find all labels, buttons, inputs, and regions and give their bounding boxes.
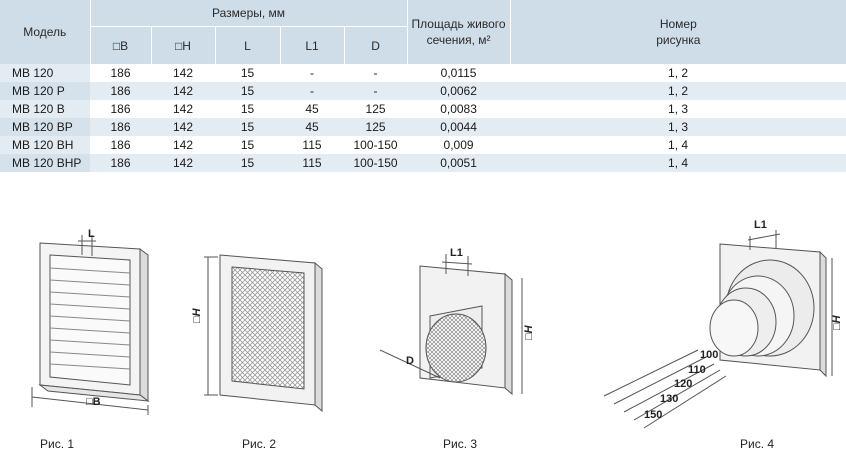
cell-l1: 45 xyxy=(280,118,344,136)
cell-area: 0,009 xyxy=(443,138,474,152)
header-model: Модель xyxy=(0,0,90,64)
dim-h-label: □H xyxy=(191,307,203,323)
cell-model: МВ 120 ВН xyxy=(0,136,90,154)
cell-figure: 1, 2 xyxy=(668,66,689,80)
cell-l1: - xyxy=(310,66,314,80)
figure-2-drawing: □H xyxy=(191,254,323,413)
cell-b: 186 xyxy=(90,154,151,172)
header-sizes: Размеры, мм xyxy=(89,0,408,27)
caption-fig1: Рис. 1 xyxy=(40,437,75,451)
cell-d: 100-150 xyxy=(353,138,398,152)
figure-3-drawing: L1 □H D xyxy=(379,247,535,396)
header-l: L xyxy=(214,26,280,64)
dim-h-label: □H xyxy=(831,314,843,330)
cell-l1: - xyxy=(280,82,344,100)
table-row: МВ 120 ВР 186 142 15 45 125 0,0044 1, 3 xyxy=(0,118,846,136)
figure-4-drawing: L1 □H 100 110 120 130 150 xyxy=(603,219,843,429)
dim-d-label: D xyxy=(406,355,414,367)
caption-fig2: Рис. 2 xyxy=(242,437,277,451)
table-row: МВ 120 В 186 142 15 45 125 0,0083 1, 3 xyxy=(0,100,846,118)
cell-l: 15 xyxy=(240,102,255,116)
cell-area: 0,0115 xyxy=(440,66,477,80)
table-row: МВ 120 186 142 15 - - 0,0115 1, 2 xyxy=(0,64,846,82)
length-label: 120 xyxy=(674,378,692,390)
cell-model: МВ 120 ВР xyxy=(0,118,90,136)
caption-fig4: Рис. 4 xyxy=(740,437,775,451)
cell-h: 142 xyxy=(172,66,194,80)
cell-d: 100-150 xyxy=(344,154,408,172)
cell-figure: 1, 2 xyxy=(510,82,846,100)
cell-b: 186 xyxy=(90,82,151,100)
cell-l: 15 xyxy=(240,138,255,152)
header-figure: Номер рисунка xyxy=(509,0,846,64)
cell-h: 142 xyxy=(151,118,215,136)
cell-l: 15 xyxy=(215,82,280,100)
caption-fig3: Рис. 3 xyxy=(443,437,478,451)
header-area-text: Площадь живого сечения, м² xyxy=(411,17,506,47)
cell-d: - xyxy=(344,82,408,100)
cell-d: 125 xyxy=(344,118,408,136)
cell-h: 142 xyxy=(172,102,194,116)
cell-d: - xyxy=(373,66,378,80)
dim-l1-label: L1 xyxy=(450,247,463,259)
cell-figure: 1, 3 xyxy=(510,118,846,136)
length-label: 130 xyxy=(660,393,678,405)
header-figure-text: Номер рисунка xyxy=(656,17,701,47)
dim-l1-label: L1 xyxy=(754,219,767,231)
header-h: □H xyxy=(150,26,215,64)
dim-l-label: L xyxy=(88,228,95,240)
cell-l: 15 xyxy=(215,154,280,172)
cell-figure: 1, 3 xyxy=(668,102,689,116)
length-label: 110 xyxy=(688,364,706,376)
spec-table: Модель Размеры, мм Площадь живого сечени… xyxy=(0,0,846,172)
header-area: Площадь живого сечения, м² xyxy=(406,0,511,64)
cell-d: 125 xyxy=(365,102,386,116)
cell-area: 0,0062 xyxy=(407,82,511,100)
cell-model: МВ 120 xyxy=(0,64,90,82)
cell-area: 0,0051 xyxy=(407,154,511,172)
header-d: D xyxy=(343,26,408,64)
cell-area: 0,0044 xyxy=(407,118,511,136)
cell-figure: 1, 4 xyxy=(510,154,846,172)
cell-model: МВ 120 В xyxy=(0,100,90,118)
header-l1: L1 xyxy=(279,26,344,64)
cell-h: 142 xyxy=(151,82,215,100)
cell-h: 142 xyxy=(172,138,194,152)
cell-area: 0,0083 xyxy=(440,102,477,116)
cell-h: 142 xyxy=(151,154,215,172)
table-row: МВ 120 ВНР 186 142 15 115 100-150 0,0051… xyxy=(0,154,846,172)
cell-model: МВ 120 ВНР xyxy=(0,154,90,172)
cell-model: МВ 120 Р xyxy=(0,82,90,100)
figure-1-drawing: L □B xyxy=(31,228,150,415)
table-row: МВ 120 Р 186 142 15 - - 0,0062 1, 2 xyxy=(0,82,846,100)
dim-b-label: □B xyxy=(86,396,101,408)
cell-b: 186 xyxy=(110,138,131,152)
length-label: 100 xyxy=(700,349,718,361)
cell-l: 15 xyxy=(240,66,255,80)
cell-l1: 45 xyxy=(305,102,319,116)
cell-l1: 115 xyxy=(280,154,344,172)
cell-l1: 115 xyxy=(302,138,322,152)
cell-b: 186 xyxy=(110,102,131,116)
header-b: □B xyxy=(89,26,151,64)
cell-b: 186 xyxy=(110,66,131,80)
length-label: 150 xyxy=(644,409,662,421)
cell-figure: 1, 4 xyxy=(668,138,689,152)
table-row: МВ 120 ВН 186 142 15 115 100-150 0,009 1… xyxy=(0,136,846,154)
cell-b: 186 xyxy=(90,118,151,136)
dim-h-label: □H xyxy=(523,324,535,340)
cell-l: 15 xyxy=(215,118,280,136)
